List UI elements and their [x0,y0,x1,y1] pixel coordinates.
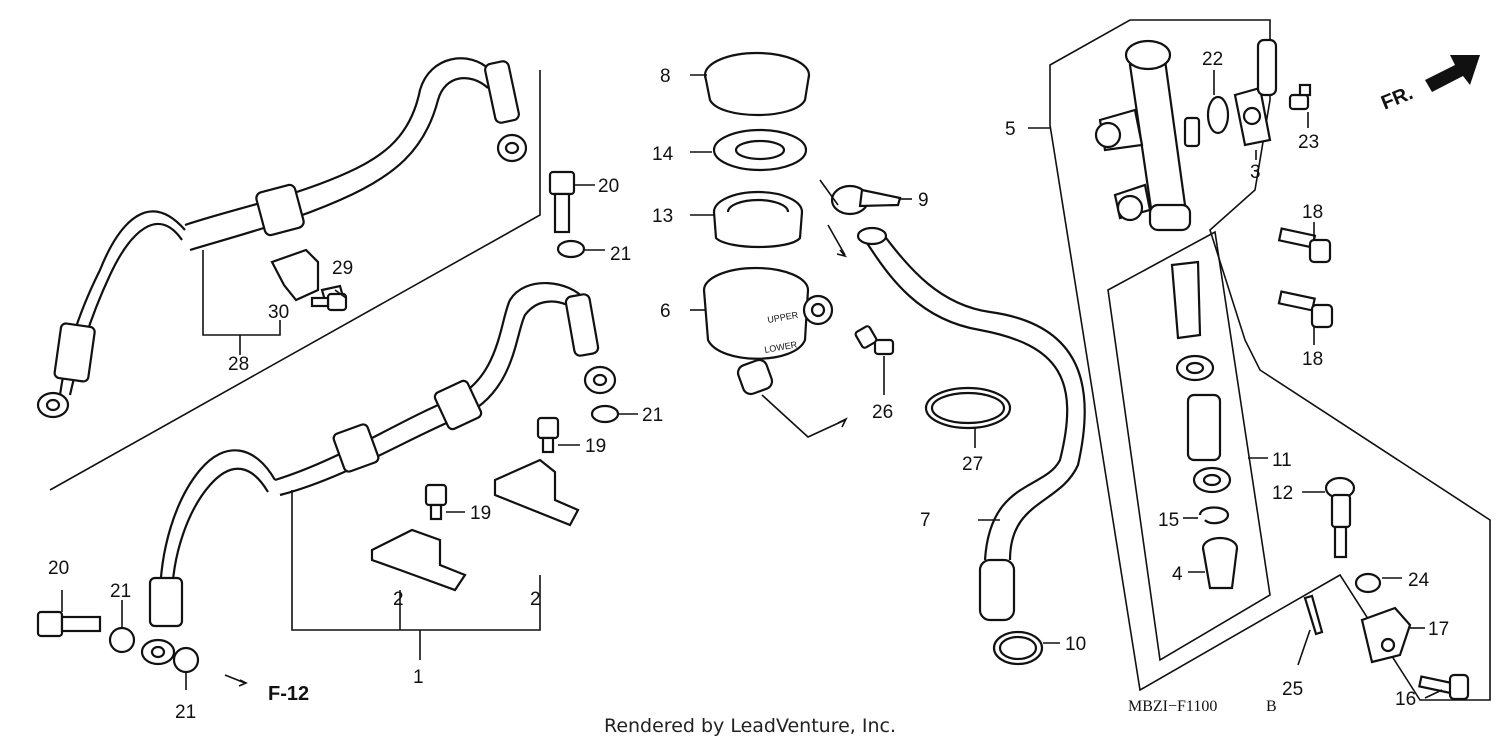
piston-kit [1170,260,1232,494]
bolt-18-lower [1277,290,1334,329]
callout-23: 23 [1298,132,1319,153]
screw-23 [1288,83,1312,111]
joint-17 [1360,606,1412,664]
push-rod-12 [1324,476,1356,559]
lower-hose-clamps [370,458,580,592]
hose-clip-27 [924,386,1012,430]
callout-15: 15 [1158,510,1179,531]
callout-2b: 2 [530,589,541,610]
pin-16 [1418,673,1470,701]
reservoir-hose [856,226,1086,622]
boot-4 [1201,536,1239,590]
callout-18b: 18 [1302,349,1323,370]
joint-fitting-3 [1233,38,1278,147]
master-cylinder-body [1094,39,1201,232]
callout-26: 26 [872,402,893,423]
callout-20a: 20 [598,176,619,197]
callout-19a: 19 [585,436,606,457]
sealing-washer-lower-a [108,626,136,654]
callout-21c: 21 [110,581,131,602]
banjo-bolt-lower [36,610,102,638]
svg-text:FR.: FR. [1378,82,1416,114]
bolt-26 [854,325,895,356]
callout-24: 24 [1408,570,1430,591]
callout-10: 10 [1065,634,1086,655]
callout-numbers: 1 2 2 3 4 5 6 7 8 9 10 11 12 13 14 15 16… [48,49,1449,723]
banjo-bolt-upper [548,170,576,234]
sealing-washer-upper [556,239,586,259]
hose-clip-10 [992,630,1044,666]
callout-21b: 21 [642,405,663,426]
callout-17: 17 [1428,619,1449,640]
callout-27: 27 [962,454,983,475]
o-ring-22 [1206,95,1230,135]
callout-2a: 2 [393,589,404,610]
callout-25: 25 [1282,679,1303,700]
callout-3: 3 [1250,162,1261,183]
upper-brake-hose [36,57,528,419]
reservoir-diaphragm [712,190,804,249]
callout-12: 12 [1272,483,1293,504]
bolt-18-upper [1277,227,1332,264]
callout-11: 11 [1272,450,1292,471]
callout-14: 14 [652,144,674,165]
sealing-washer-lower-b [172,646,200,674]
callout-5: 5 [1005,119,1016,140]
lower-brake-hose [140,282,617,666]
callout-6: 6 [660,301,671,322]
callout-9: 9 [918,190,929,211]
snap-ring-15 [1198,506,1230,525]
callout-19b: 19 [470,503,491,524]
reference-page-label: F-12 [268,683,309,705]
callout-8: 8 [660,66,671,87]
callout-4: 4 [1172,564,1183,585]
callout-7: 7 [920,510,931,531]
callout-16: 16 [1395,689,1416,710]
bolt-19-upper [536,416,560,454]
callout-30: 30 [268,302,289,323]
nut-24 [1354,572,1382,594]
callout-21d: 21 [175,702,196,723]
callout-13: 13 [652,206,673,227]
callout-29: 29 [332,258,353,279]
hose-clip-9 [830,184,902,216]
bolt-19-lower [424,483,448,521]
callout-18a: 18 [1302,202,1323,223]
reservoir-plate [712,128,808,172]
callout-22: 22 [1202,49,1223,70]
reservoir-cap [703,51,811,116]
diagram-code-suffix: B [1266,698,1277,715]
callout-20b: 20 [48,558,69,579]
callout-21a: 21 [610,244,631,265]
sealing-washer-mid [590,404,620,424]
cotter-pin-25 [1303,594,1324,636]
callout-28: 28 [228,354,249,375]
reservoir-body: UPPER LOWER [702,266,834,396]
diagram-code: MBZI−F1100 [1128,698,1217,715]
front-direction-arrow: FR. [1378,55,1480,115]
callout-1: 1 [413,667,424,688]
bolt-29 [310,292,348,312]
credit-footer: Rendered by LeadVenture, Inc. [603,715,897,737]
